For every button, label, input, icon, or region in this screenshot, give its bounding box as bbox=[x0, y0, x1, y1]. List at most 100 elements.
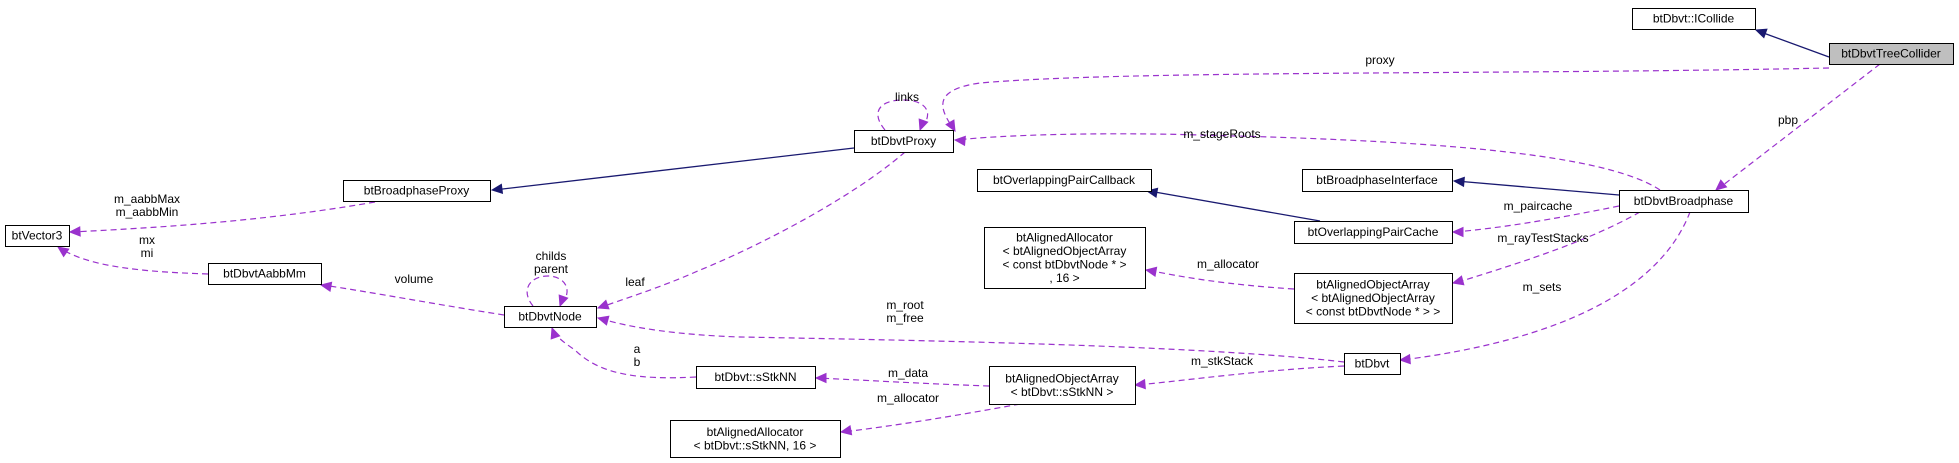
edge-label-pbp: pbp bbox=[1778, 113, 1798, 127]
edge-dbvtbp-to-bpiface bbox=[1452, 176, 1620, 196]
edge-proxy-to-bpproxy bbox=[490, 147, 855, 194]
class-node-arr1-label: btAlignedObjectArray bbox=[1316, 278, 1429, 292]
class-node-alloc2[interactable]: btAlignedAllocator< btDbvt::sStkNN, 16 > bbox=[670, 420, 841, 458]
arrowhead bbox=[596, 299, 610, 310]
edge-aabbmm-to-vector3 bbox=[57, 246, 209, 275]
edge-label-m_allocator1: m_allocator bbox=[1197, 257, 1259, 271]
arrowhead bbox=[1715, 179, 1728, 191]
edge-label-childs_parent: parent bbox=[534, 262, 569, 276]
edge-arr2-to-alloc2-allocator bbox=[839, 403, 1021, 436]
edge-bpproxy-to-vector3 bbox=[68, 201, 376, 237]
edge-treecollider-to-proxy-proxy bbox=[942, 67, 1830, 133]
class-node-proxy[interactable]: btDbvtProxy bbox=[854, 130, 954, 153]
diagram-edge-labels: proxy links pbp m_stageRoots m_aabbMaxm_aabb… bbox=[114, 53, 1798, 405]
class-node-vector3-label: btVector3 bbox=[12, 229, 63, 243]
arrowhead bbox=[814, 372, 827, 384]
arrowhead bbox=[550, 326, 561, 340]
diagram-nodes: btDbvt::ICollidebtDbvtTreeColliderbtDbvt… bbox=[5, 8, 1954, 458]
class-node-stknn-label: btDbvt::sStkNN bbox=[714, 370, 796, 384]
class-node-alloc2-label: btAlignedAllocator bbox=[707, 425, 804, 439]
edge-dbvtbp-to-proxy-stageroots bbox=[953, 133, 1661, 191]
arrowhead bbox=[490, 183, 504, 194]
edge-label-m_stkStack: m_stkStack bbox=[1191, 354, 1254, 368]
arrowhead bbox=[68, 226, 81, 237]
class-node-alloc1-label: , 16 > bbox=[1049, 271, 1079, 285]
class-node-ovlcache-label: btOverlappingPairCache bbox=[1308, 225, 1439, 239]
edge-node-self-childs bbox=[526, 275, 569, 308]
edge-label-m_rayTestStacks: m_rayTestStacks bbox=[1497, 231, 1588, 245]
arrowhead bbox=[1451, 275, 1465, 286]
class-node-node[interactable]: btDbvtNode bbox=[504, 306, 597, 328]
class-node-alloc1[interactable]: btAlignedAllocator< btAlignedObjectArray… bbox=[984, 227, 1146, 289]
class-node-node-label: btDbvtNode bbox=[518, 310, 582, 324]
arrowhead bbox=[1398, 353, 1411, 365]
arrowhead bbox=[1133, 378, 1146, 390]
arrowhead bbox=[319, 281, 333, 293]
arrowhead bbox=[596, 315, 610, 326]
edge-dbvtbp-to-ovlcache-paircache bbox=[1451, 205, 1620, 238]
class-node-dbvtbp[interactable]: btDbvtBroadphase bbox=[1619, 190, 1749, 213]
edge-label-m_stageRoots: m_stageRoots bbox=[1183, 127, 1260, 141]
edge-dbvtbp-to-arr1-raytest bbox=[1451, 211, 1641, 286]
edge-label-a_b: b bbox=[634, 355, 641, 369]
edge-label-m_data: m_data bbox=[888, 366, 928, 380]
arrowhead bbox=[839, 424, 853, 436]
class-node-bpproxy[interactable]: btBroadphaseProxy bbox=[343, 180, 491, 202]
edge-treecollider-to-icollide bbox=[1754, 28, 1830, 58]
arrowhead bbox=[558, 294, 569, 308]
class-node-arr1-label: < btAlignedObjectArray bbox=[1311, 291, 1435, 305]
arrowhead bbox=[57, 246, 70, 258]
edge-label-m_root_free: m_free bbox=[886, 311, 924, 325]
edge-ovlcache-to-ovlcb bbox=[1145, 187, 1321, 222]
class-node-treecollider[interactable]: btDbvtTreeCollider bbox=[1829, 43, 1954, 65]
class-node-bpiface[interactable]: btBroadphaseInterface bbox=[1302, 169, 1453, 192]
edge-arr1-to-alloc1-allocator bbox=[1144, 266, 1295, 290]
edge-label-leaf: leaf bbox=[625, 275, 645, 289]
class-node-arr2[interactable]: btAlignedObjectArray< btDbvt::sStkNN > bbox=[989, 366, 1136, 405]
class-node-alloc2-label: < btDbvt::sStkNN, 16 > bbox=[694, 438, 817, 452]
class-node-treecollider-label: btDbvtTreeCollider bbox=[1841, 47, 1941, 61]
class-node-ovlcache[interactable]: btOverlappingPairCache bbox=[1294, 221, 1453, 244]
arrowhead bbox=[1452, 176, 1465, 188]
arrowhead bbox=[953, 135, 966, 147]
edge-label-m_aabbMax_min: m_aabbMin bbox=[116, 205, 179, 219]
edge-label-m_root_free: m_root bbox=[886, 298, 924, 312]
arrowhead bbox=[1451, 226, 1464, 238]
edge-label-m_paircache: m_paircache bbox=[1504, 199, 1573, 213]
class-node-arr2-label: btAlignedObjectArray bbox=[1005, 371, 1118, 385]
class-node-arr1[interactable]: btAlignedObjectArray< btAlignedObjectArr… bbox=[1294, 273, 1453, 324]
class-node-ovlcb[interactable]: btOverlappingPairCallback bbox=[977, 169, 1152, 192]
class-node-aabbmm-label: btDbvtAabbMm bbox=[223, 267, 306, 281]
class-node-proxy-label: btDbvtProxy bbox=[871, 134, 936, 148]
edge-node-to-aabbmm-volume bbox=[319, 281, 505, 316]
class-node-arr2-label: < btDbvt::sStkNN > bbox=[1011, 385, 1114, 399]
edge-dbvt-to-node-root bbox=[596, 315, 1345, 363]
edge-label-proxy: proxy bbox=[1365, 53, 1394, 67]
arrowhead bbox=[1754, 28, 1768, 39]
edge-dbvtbp-to-dbvt-sets bbox=[1398, 211, 1691, 365]
edge-label-m_allocator2: m_allocator bbox=[877, 391, 939, 405]
edge-label-m_sets: m_sets bbox=[1523, 280, 1562, 294]
edge-label-mx_mi: mi bbox=[141, 246, 154, 260]
diagram-edges bbox=[57, 28, 1881, 436]
class-node-aabbmm[interactable]: btDbvtAabbMm bbox=[208, 263, 322, 285]
class-node-dbvtbp-label: btDbvtBroadphase bbox=[1634, 194, 1734, 208]
class-node-vector3[interactable]: btVector3 bbox=[5, 225, 70, 247]
edge-stknn-to-node-ab bbox=[550, 326, 697, 379]
class-node-stknn[interactable]: btDbvt::sStkNN bbox=[696, 366, 816, 389]
edge-arr2-to-stknn-data bbox=[814, 372, 990, 387]
class-node-icollide[interactable]: btDbvt::ICollide bbox=[1632, 8, 1756, 30]
class-node-dbvt[interactable]: btDbvt bbox=[1344, 353, 1401, 375]
edge-treecollider-to-dbvtbp-pbp bbox=[1715, 63, 1881, 191]
class-node-dbvt-label: btDbvt bbox=[1355, 357, 1390, 371]
edge-label-volume: volume bbox=[395, 272, 434, 286]
edge-proxy-self-links bbox=[877, 99, 929, 132]
edge-label-m_aabbMax_min: m_aabbMax bbox=[114, 192, 180, 206]
edge-label-links: links bbox=[895, 90, 919, 104]
class-node-icollide-label: btDbvt::ICollide bbox=[1653, 12, 1735, 26]
class-node-bpproxy-label: btBroadphaseProxy bbox=[364, 184, 469, 198]
class-node-arr1-label: < const btDbvtNode * > > bbox=[1306, 305, 1440, 319]
edge-label-childs_parent: childs bbox=[536, 249, 567, 263]
class-node-alloc1-label: btAlignedAllocator bbox=[1016, 230, 1113, 244]
